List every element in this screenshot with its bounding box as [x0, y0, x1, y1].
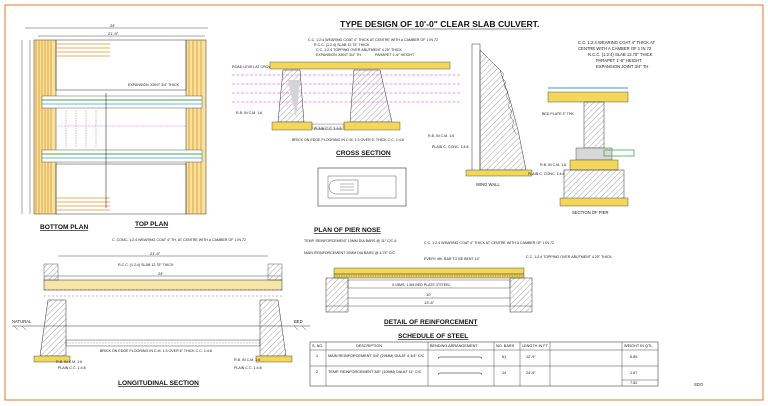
- row2-sno: 2: [316, 370, 318, 374]
- pier-note-5: EXPANSION JOINT 3/4" TH: [596, 64, 648, 69]
- reinf-note-6: 0.15MS, 1.5M BED PLATE 3"STEEL: [392, 283, 451, 287]
- th-length: LENGTH IN FT.: [522, 344, 549, 348]
- long-pcc-right: PLAIN C.C. 1:4:8: [234, 366, 262, 370]
- th-bend: BENDING ARRANGEMENT: [430, 344, 478, 348]
- pier-nose-plan-view: PLAN OF PIER NOSE: [314, 167, 407, 234]
- reinf-note-5: C.C. 1:2:4 TOPPING OVER ABUTMENT 4.25" T…: [526, 255, 612, 259]
- reinf-note-4: EVERY 4th. BAR TO BE BENT 14": [424, 257, 481, 261]
- cs-note-1: C.C. 1:2:4 WEARING COAT 4" THICK AT CENT…: [308, 38, 438, 42]
- reinf-total-dim: 13'-6": [424, 300, 435, 305]
- pier-section-view: C.C. 1:2:4 WEARING COAT 4" THICK AT CENT…: [528, 40, 655, 215]
- cs-rb-label: R.B. IN C.M. 1:6: [236, 111, 262, 115]
- th-sno: S. NO.: [312, 344, 323, 348]
- long-note-2: R.C.C. (1:2:4) SLAB 12.75" THICK: [118, 263, 174, 267]
- pier-note-2: CENTRE WITH A CAMBER OF 1 IN 72: [578, 46, 652, 51]
- cs-note-4: EXPANSION JOINT 3/4" TH.: [316, 53, 362, 57]
- th-nobars: NO. BARS: [496, 344, 515, 348]
- total-weight: 7.52: [630, 381, 637, 385]
- pier-note-4: PARAPET 1'-6" HEIGHT: [596, 58, 642, 63]
- sheet-border: [4, 4, 764, 401]
- wing-rb-label: R.B. IN C.M. 1:6: [428, 134, 454, 138]
- cross-section-title: CROSS SECTION: [336, 150, 391, 157]
- reinforcement-title: DETAIL OF REINFORCEMENT: [384, 319, 478, 326]
- steel-schedule: SCHEDULE OF STEEL S. NO. DESCRIPTION BEN…: [309, 333, 659, 387]
- schedule-title: SCHEDULE OF STEEL: [398, 333, 468, 340]
- long-pcc-left: PLAIN C.C. 1:4:8: [58, 366, 86, 370]
- row2-weight: 1.67: [630, 371, 637, 375]
- row1-sno: 1: [316, 354, 318, 358]
- main-title: TYPE DESIGN OF 10'-0" CLEAR SLAB CULVERT…: [340, 19, 539, 29]
- wing-wall-view: R.B. IN C.M. 1:6 PLAIN C. CONC. 1:4:8 WI…: [428, 43, 533, 187]
- bed-label: BED: [294, 319, 303, 324]
- pier-pcc-label: PLAIN C. CONC. 1:4:8: [528, 172, 565, 176]
- top-plan-title: TOP PLAN: [135, 221, 168, 228]
- bed-plate-label: BED PLATE 3" THK: [542, 112, 575, 116]
- cs-note-3: C.C. 1:2:4 TOPPING OVER ABUTMENT 4.25" T…: [316, 48, 402, 52]
- row1-weight: 5.85: [630, 355, 637, 359]
- table-row: 1 MAIN REINFORCEMENT 3/4" (20MM) DIA AT …: [316, 354, 637, 360]
- table-row: 2 TEMP. REINFORCEMENT 3/8" (10MM) DIA AT…: [316, 370, 637, 376]
- wing-wall-title: WING WALL: [476, 182, 500, 187]
- plan-inner-dim: 21'-9": [108, 31, 119, 36]
- pier-section-title: SECTION OF PIER: [572, 210, 609, 215]
- plan-view: 24' 21'-9": [21, 23, 208, 231]
- long-top-dim: 21'-9": [150, 251, 161, 256]
- long-note-1: C. CONC. 1:2:4 WEARING COAT 4" TH. AT CE…: [112, 238, 246, 242]
- row1-length: 12'-9": [526, 355, 536, 359]
- longitudinal-section-view: C. CONC. 1:2:4 WEARING COAT 4" TH. AT CE…: [12, 238, 310, 387]
- wing-pcc-label: PLAIN C. CONC. 1:4:8: [432, 145, 469, 149]
- row2-desc: TEMP. REINFORCEMENT 3/8" (10MM) DIA AT 1…: [328, 370, 422, 374]
- long-floor-note: BRICK ON EDGE FLOORING IN C.M. 1:3 OVER …: [100, 349, 212, 353]
- long-mid-dim: 24': [158, 271, 163, 276]
- floor-note: BRICK ON EDGE FLOORING IN C.M. 1:3 OVER …: [292, 138, 404, 142]
- row2-length: 24'-9": [526, 371, 536, 375]
- long-rb-left: R.B. IN C.M. 1:6: [56, 360, 82, 364]
- cross-section-view: C.C. 1:2:4 WEARING COAT 4" THICK AT CENT…: [232, 38, 460, 157]
- pier-rb-label: R.B. IN C.M. 1:6: [540, 163, 566, 167]
- longitudinal-title: LONGITUDINAL SECTION: [118, 380, 199, 387]
- bottom-plan-title: BOTTOM PLAN: [40, 224, 88, 231]
- row1-desc: MAIN REINFORCEMENT 3/4" (20MM) DIA AT 4 …: [328, 354, 425, 358]
- pier-note-1: C.C. 1:2:4 WEARING COAT 4" THICK AT: [578, 40, 655, 45]
- signature-label: SDO: [694, 382, 704, 387]
- reinforcement-view: TEMP. REINFORCEMENT 10MM DIA BARS @ 11" …: [304, 239, 612, 326]
- reinf-note-1: TEMP. REINFORCEMENT 10MM DIA BARS @ 11" …: [304, 239, 397, 243]
- th-weight: WEIGHT IN QTL.: [624, 344, 653, 348]
- row2-bars: 14: [502, 371, 506, 375]
- cs-note-2: R.C.C. (1:2:4) SLAB 12.75" THICK: [314, 43, 370, 47]
- cs-pcc-label: PLAIN C.C. 1:4:8: [314, 127, 342, 131]
- reinf-note-3: C.C. 1:2:4 WEARING COAT 4" THICK AT CENT…: [424, 241, 554, 245]
- reinf-note-2: MAIN REINFORCEMENT 20MM DIA BARS @ 4.75"…: [304, 251, 395, 255]
- road-level-label: ROAD LEVEL AT CROWN: [232, 65, 275, 69]
- natural-label: NATURAL: [12, 319, 32, 324]
- th-desc: DESCRIPTION: [356, 344, 382, 348]
- long-rb-right: R.B. IN C.M. 1:6: [234, 358, 260, 362]
- row1-bars: 61: [502, 355, 506, 359]
- cs-note-5: PARAPET 1'-6" HEIGHT: [375, 53, 415, 57]
- reinf-span-dim: 10': [426, 292, 431, 297]
- plan-total-dim: 24': [110, 23, 115, 28]
- pier-note-3: R.C.C. (1:2:4) SLAB 12.75" THICK: [588, 52, 653, 57]
- pier-nose-title: PLAN OF PIER NOSE: [314, 227, 381, 234]
- expansion-joint-note: EXPANSION JOINT 3/4" THICK: [128, 83, 180, 87]
